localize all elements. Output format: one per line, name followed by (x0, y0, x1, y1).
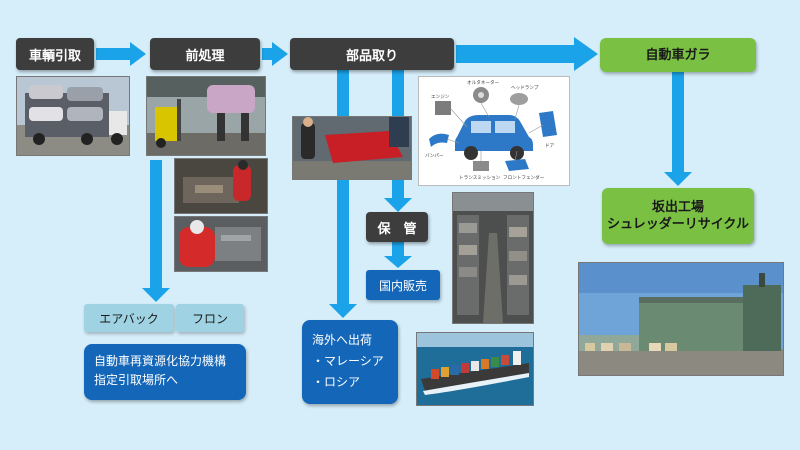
photo-container-ship (416, 332, 534, 406)
step-parts-removal: 部品取り (290, 38, 454, 70)
step-label: 車輌引取 (28, 48, 81, 64)
domestic-sales-label: 国内販売 (378, 278, 427, 293)
right-arrow-icon (262, 42, 288, 66)
step-car-shell: 自動車ガラ (600, 38, 756, 72)
freon-label: フロン (191, 311, 228, 326)
photo-pretreatment-work-2 (174, 216, 268, 272)
photo-car-carrier (16, 76, 130, 156)
export-item-russia: ・ロシア (312, 375, 361, 389)
storage-box: 保 管 (366, 212, 428, 242)
step-vehicle-pickup: 車輌引取 (16, 38, 94, 70)
photo-pretreatment-work-1 (174, 158, 268, 214)
domestic-sales-box: 国内販売 (366, 270, 440, 300)
export-title: 海外へ出荷 (312, 333, 373, 347)
freon-box: フロン (176, 304, 244, 332)
down-arrow-icon (384, 242, 412, 268)
photo-forklift-pretreatment (146, 76, 266, 156)
photo-sakaide-factory (578, 262, 784, 376)
down-arrow-icon (664, 72, 692, 186)
destination-shredder-recycle: 坂出工場 シュレッダーリサイクル (602, 188, 754, 244)
part-label: ドア (545, 143, 555, 149)
part-label: バンパー (425, 153, 444, 159)
jarc-box: 自動車再資源化協力機構 指定引取場所へ (84, 344, 246, 400)
part-label: ヘッドランプ (511, 85, 539, 91)
part-label: フロントフェンダー (503, 174, 545, 181)
part-label: トランスミッション (459, 175, 501, 181)
photo-parts-warehouse (452, 192, 534, 324)
airbag-box: エアバック (84, 304, 174, 332)
destination-line1: 坂出工場 (651, 200, 704, 215)
export-box: 海外へ出荷 ・マレーシア ・ロシア (302, 320, 398, 404)
airbag-label: エアバック (99, 311, 159, 326)
step-label: 自動車ガラ (645, 47, 711, 63)
part-label: エンジン (431, 94, 450, 100)
jarc-line1: 自動車再資源化協力機構 (94, 354, 227, 368)
right-arrow-icon (96, 42, 146, 66)
destination-line2: シュレッダーリサイクル (606, 217, 750, 232)
photo-parts-removal (292, 116, 412, 180)
step-label: 部品取り (345, 48, 398, 64)
jarc-line2: 指定引取場所へ (94, 373, 179, 387)
step-label: 前処理 (185, 48, 225, 64)
down-arrow-icon (142, 160, 170, 302)
export-item-malaysia: ・マレーシア (312, 354, 384, 368)
car-parts-diagram: オルタネーター エンジン ヘッドランプ ドア バンパー トランスミッション フロ… (418, 76, 570, 186)
down-arrow-icon (329, 70, 357, 318)
step-pretreatment: 前処理 (150, 38, 260, 70)
storage-label: 保 管 (377, 221, 417, 237)
right-arrow-icon (456, 37, 598, 71)
part-label: オルタネーター (467, 79, 500, 86)
